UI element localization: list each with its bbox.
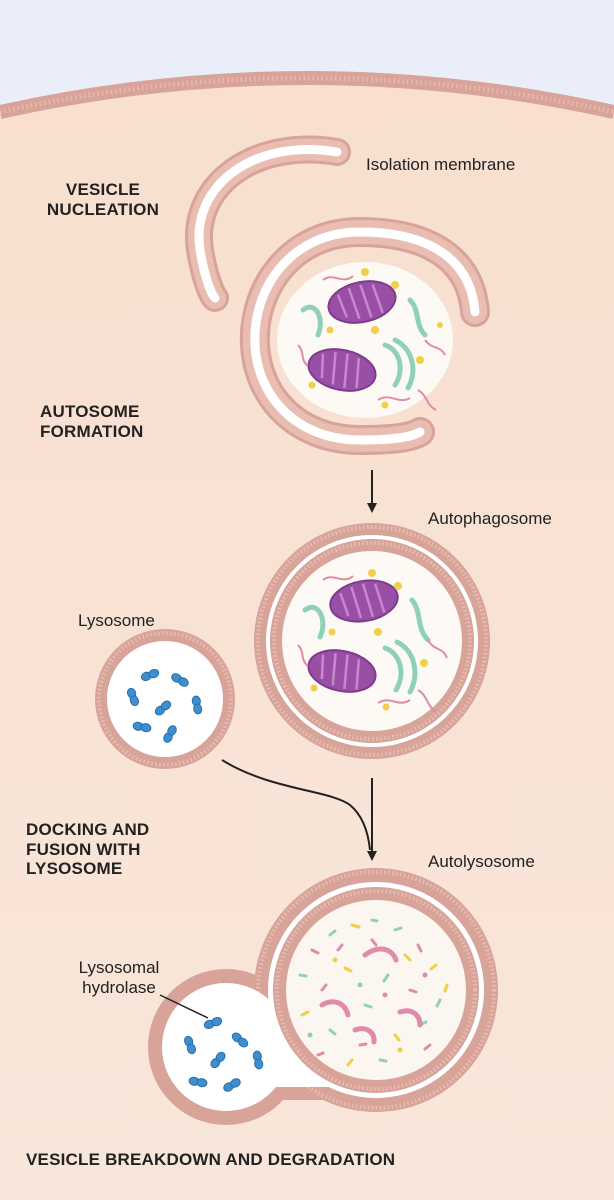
hydrolase-icon (154, 700, 172, 716)
hydrolase-icon (188, 1076, 208, 1088)
degraded-fragments (319, 946, 423, 1045)
hydrolase-icon (132, 721, 152, 733)
hydrolase-icon (140, 669, 160, 681)
protein-strand-icon (297, 575, 448, 713)
hydrolase-icon (252, 1050, 264, 1070)
hydrolase-cluster (127, 669, 203, 743)
granule-icon (310, 569, 428, 711)
hydrolase-icon (231, 1032, 249, 1048)
cargo-autophagosome (297, 569, 448, 713)
er-fragment-icon (302, 597, 431, 695)
mitochondrion-icon (307, 348, 377, 392)
label-autolysosome: Autolysosome (428, 852, 535, 871)
isolation-membrane (185, 135, 351, 312)
stage-label-breakdown: VESICLE BREAKDOWN AND DEGRADATION (26, 1150, 396, 1169)
mitochondrion-icon (307, 649, 377, 693)
stage-label-formation: AUTOSOME FORMATION (40, 402, 144, 441)
plasma-membrane-stripe (0, 75, 614, 115)
hydrolase-icon (223, 1078, 241, 1092)
mitochondrion-icon (327, 280, 397, 324)
er-fragment-icon (300, 297, 428, 391)
label-lysosome: Lysosome (78, 611, 155, 630)
degraded-content (298, 918, 449, 1067)
mitochondrion-icon (329, 579, 399, 623)
lysosome (95, 629, 235, 769)
arrow-lysosome-path (221, 759, 371, 851)
stage-label-nucleation: VESICLE NUCLEATION (46, 180, 160, 219)
hydrolase-icon (127, 687, 139, 707)
hydrolase-icon (203, 1017, 223, 1029)
hydrolase-cluster-fused (184, 1017, 264, 1092)
forming-autophagosome (239, 216, 490, 456)
hydrolase-leader-line (159, 994, 209, 1019)
label-isolation-membrane: Isolation membrane (366, 155, 516, 174)
hydrolase-icon (184, 1035, 196, 1055)
hydrolase-icon (171, 673, 189, 687)
label-autophagosome: Autophagosome (428, 509, 552, 528)
degraded-dots (307, 957, 428, 1053)
autophagosome (254, 523, 490, 759)
cargo-forming (297, 268, 446, 411)
hydrolase-icon (210, 1051, 226, 1069)
stage-label-docking: DOCKING AND FUSION WITH LYSOSOME (26, 820, 150, 879)
protein-strand-icon (297, 275, 446, 411)
label-lysosomal-hydrolase: Lysosomal hydrolase (78, 958, 160, 997)
hydrolase-icon (163, 725, 177, 743)
granule-icon (308, 268, 443, 409)
autolysosome (148, 868, 498, 1125)
